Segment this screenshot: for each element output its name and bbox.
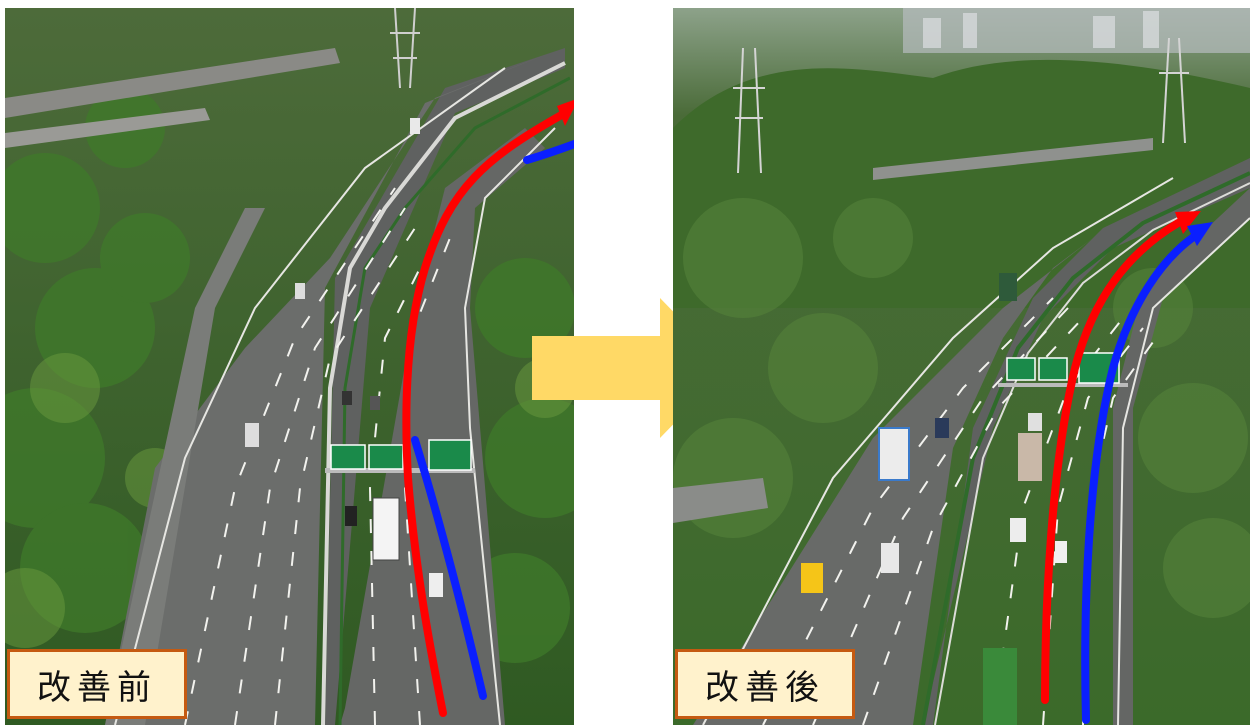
left-ramp xyxy=(105,208,265,725)
power-pylon xyxy=(390,8,420,89)
main-carriageway xyxy=(693,158,1250,725)
after-label: 改善後 xyxy=(675,649,855,719)
distant-city xyxy=(903,8,1250,53)
red-route-arrowhead xyxy=(1175,211,1201,234)
before-highway-scene xyxy=(5,8,574,725)
blue-route-line xyxy=(1081,232,1199,724)
power-pylon xyxy=(733,37,1189,174)
tree-canopy xyxy=(5,88,574,663)
before-photo: 改善前 xyxy=(5,8,574,725)
right-carriageway xyxy=(928,188,1250,725)
right-carriageway xyxy=(340,128,545,725)
vehicles xyxy=(245,118,443,597)
vehicles xyxy=(801,273,1067,725)
after-photo: 改善後 xyxy=(673,8,1250,725)
after-highway-scene xyxy=(673,8,1250,725)
blue-route-arrowhead xyxy=(1187,222,1213,246)
before-label: 改善前 xyxy=(7,649,187,719)
red-route-line xyxy=(402,109,569,717)
blue-route-line xyxy=(411,436,487,700)
upper-overpass xyxy=(5,48,340,118)
sign-gantry xyxy=(325,439,475,473)
main-carriageway xyxy=(105,48,565,725)
red-route-line xyxy=(1041,219,1182,704)
red-route-arrowhead xyxy=(557,99,574,126)
